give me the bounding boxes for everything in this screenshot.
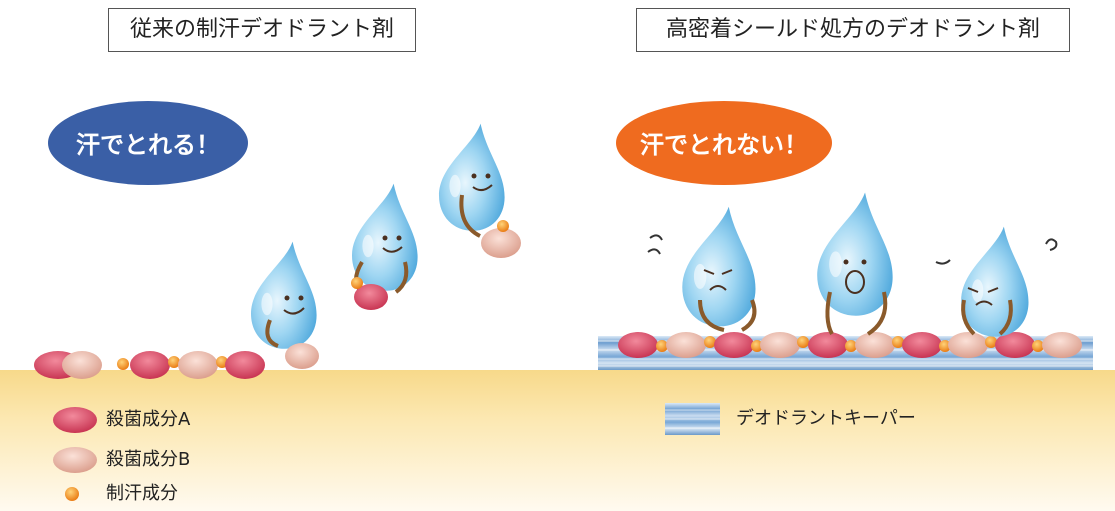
sweat-drop-character [439,123,521,258]
bubble-right-text: 汗でとれない！ [640,131,808,159]
bubble-left-text: 汗でとれる！ [76,131,220,159]
panel-title-right: 高密着シールド処方のデオドラント剤 [636,8,1070,52]
sweat-drop-character [817,192,893,336]
skin-surface [0,370,1115,511]
sweat-drop-character [935,226,1058,337]
legend-marker-ingredient-b [53,447,97,473]
legend-marker-keeper [665,403,720,435]
bubble-right-shape [616,101,832,185]
bubble-left-shape [48,101,248,185]
legend-marker-antiperspirant [65,487,79,501]
sweat-drop-character [351,183,418,310]
legend-label-antiperspirant: 制汗成分 [106,483,178,504]
legend-marker-ingredient-a [53,407,97,433]
legend-label-keeper: デオドラントキーパー [736,408,916,429]
sweat-drop-character [647,206,757,332]
legend-label-ingredient-a: 殺菌成分A [106,409,191,430]
sweat-drop-character [251,241,319,369]
left-ingredient-chain [34,351,265,379]
legend-label-ingredient-b: 殺菌成分B [106,449,191,470]
right-ingredient-chain [618,332,1082,358]
panel-title-left: 従来の制汗デオドラント剤 [108,8,416,52]
